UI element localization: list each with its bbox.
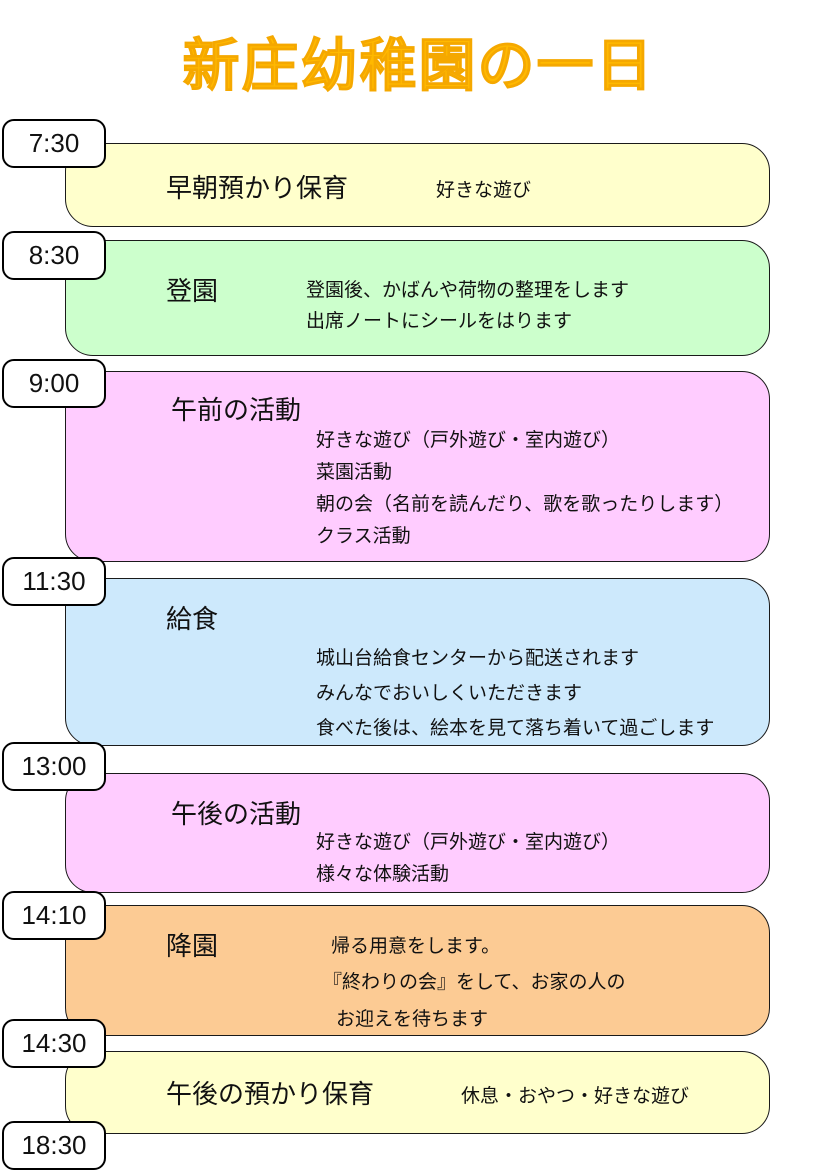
box-morning-activities: 午前の活動 好きな遊び（戸外遊び・室内遊び） 菜園活動 朝の会（名前を読んだり、…	[65, 371, 770, 562]
activity-details: 好きな遊び（戸外遊び・室内遊び） 様々な体験活動	[316, 827, 620, 891]
time-label-0730: 7:30	[2, 119, 106, 168]
activity-note: 好きな遊び	[436, 180, 532, 201]
detail-line: 朝の会（名前を読んだり、歌を歌ったりします）	[316, 494, 734, 515]
detail-line: みんなでおいしくいただきます	[316, 683, 583, 704]
time-label-0830: 8:30	[2, 231, 106, 280]
detail-line: 菜園活動	[316, 462, 393, 483]
time-label-1410: 14:10	[2, 891, 106, 940]
detail-line: 食べた後は、絵本を見て落ち着いて過ごします	[316, 718, 715, 739]
time-label-1830: 18:30	[2, 1121, 106, 1170]
activity-note: 帰る用意をします。	[331, 936, 501, 957]
detail-line: お迎えを待ちます	[336, 1009, 489, 1030]
box-arrival: 登園 登園後、かばんや荷物の整理をします 出席ノートにシールをはります	[65, 240, 770, 356]
time-label-0900: 9:00	[2, 359, 106, 408]
activity-note: 休息・おやつ・好きな遊び	[461, 1086, 690, 1107]
activity-heading: 降園	[166, 931, 219, 961]
box-early-morning-care: 早朝預かり保育 好きな遊び	[65, 143, 770, 227]
activity-details: 『終わりの会』をして、お家の人の お迎えを待ちます	[323, 964, 625, 1038]
box-lunch: 給食 城山台給食センターから配送されます みんなでおいしくいただきます 食べた後…	[65, 578, 770, 746]
activity-details: 好きな遊び（戸外遊び・室内遊び） 菜園活動 朝の会（名前を読んだり、歌を歌ったり…	[316, 425, 733, 553]
activity-heading: 登園	[166, 276, 219, 306]
box-afternoon-care: 午後の預かり保育 休息・おやつ・好きな遊び	[65, 1051, 770, 1134]
activity-heading: 早朝預かり保育	[166, 173, 349, 203]
detail-line: クラス活動	[316, 526, 411, 547]
detail-line: 城山台給食センターから配送されます	[316, 648, 640, 669]
activity-heading: 午後の活動	[171, 799, 302, 829]
activity-heading: 給食	[166, 604, 219, 634]
detail-line: 登園後、かばんや荷物の整理をします	[306, 280, 630, 301]
detail-line: 様々な体験活動	[316, 864, 450, 885]
time-label-1430: 14:30	[2, 1019, 106, 1068]
activity-details: 登園後、かばんや荷物の整理をします 出席ノートにシールをはります	[306, 275, 629, 337]
activity-heading: 午後の預かり保育	[166, 1079, 375, 1109]
detail-line: 『終わりの会』をして、お家の人の	[323, 972, 626, 993]
box-departure: 降園 帰る用意をします。 『終わりの会』をして、お家の人の お迎えを待ちます	[65, 905, 770, 1036]
detail-line: 好きな遊び（戸外遊び・室内遊び）	[316, 832, 621, 853]
detail-line: 出席ノートにシールをはります	[306, 311, 573, 332]
box-afternoon-activities: 午後の活動 好きな遊び（戸外遊び・室内遊び） 様々な体験活動	[65, 773, 770, 893]
time-label-1300: 13:00	[2, 742, 106, 791]
detail-line: 好きな遊び（戸外遊び・室内遊び）	[316, 430, 621, 451]
page-title: 新庄幼稚園の一日	[182, 34, 655, 99]
time-label-1130: 11:30	[2, 557, 106, 606]
activity-details: 城山台給食センターから配送されます みんなでおいしくいただきます 食べた後は、絵…	[316, 641, 714, 746]
activity-heading: 午前の活動	[171, 395, 302, 425]
